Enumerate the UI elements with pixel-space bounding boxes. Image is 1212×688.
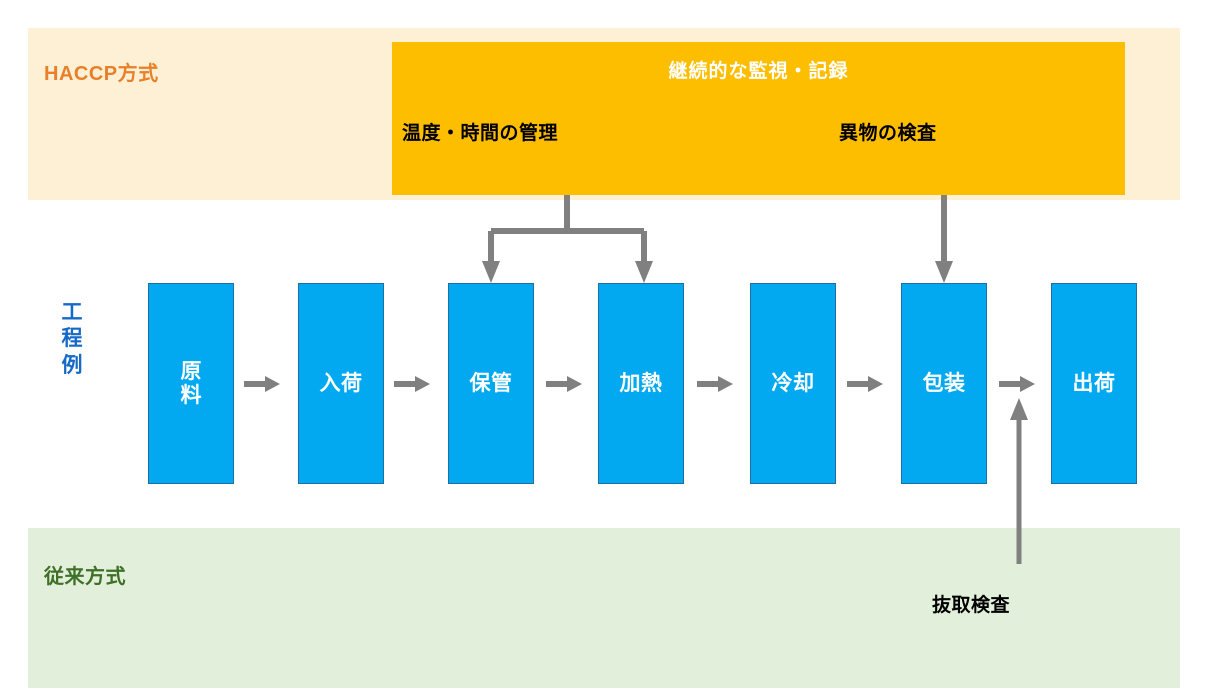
process-box-packaging[interactable]: 包装 — [901, 283, 987, 484]
legacy-method-label: 従来方式 — [44, 566, 126, 588]
process-box-heating[interactable]: 加熱 — [598, 283, 684, 484]
monitor-item-temperature-time-control: 温度・時間の管理 — [402, 123, 559, 144]
flow-arrow-right-icon — [999, 376, 1035, 392]
straight-connector-down-icon — [935, 195, 953, 283]
flow-arrow-right-icon — [546, 376, 582, 392]
process-box-label: 包装 — [922, 371, 966, 395]
process-box-label: 加熱 — [619, 371, 663, 395]
sampling-inspection-label: 抜取検査 — [932, 595, 1011, 616]
haccp-method-label: HACCP方式 — [44, 63, 159, 85]
process-box-label: 保管 — [469, 371, 513, 395]
process-box-shipping[interactable]: 出荷 — [1051, 283, 1137, 484]
flow-arrow-right-icon — [697, 376, 733, 392]
fork-connector-down-icon — [482, 195, 653, 283]
flow-arrow-right-icon — [244, 376, 280, 392]
continuous-monitoring-banner: 継続的な監視・記録 温度・時間の管理 異物の検査 — [392, 42, 1125, 195]
process-box-cooling[interactable]: 冷却 — [750, 283, 836, 484]
process-box-label: 冷却 — [771, 371, 815, 395]
process-box-storage[interactable]: 保管 — [448, 283, 534, 484]
legacy-method-band — [28, 528, 1180, 688]
process-example-label: 工程例 — [61, 301, 83, 377]
process-box-raw-material[interactable]: 原料 — [148, 283, 234, 484]
flow-arrow-right-icon — [847, 376, 883, 392]
process-box-label: 原料 — [180, 359, 202, 407]
process-box-label: 出荷 — [1072, 371, 1116, 395]
straight-connector-up-icon — [1010, 398, 1028, 564]
continuous-monitoring-title: 継続的な監視・記録 — [668, 61, 849, 82]
process-box-receiving[interactable]: 入荷 — [298, 283, 384, 484]
monitor-item-foreign-object-inspection: 異物の検査 — [839, 123, 937, 144]
process-box-label: 入荷 — [319, 371, 363, 395]
flow-arrow-right-icon — [394, 376, 430, 392]
